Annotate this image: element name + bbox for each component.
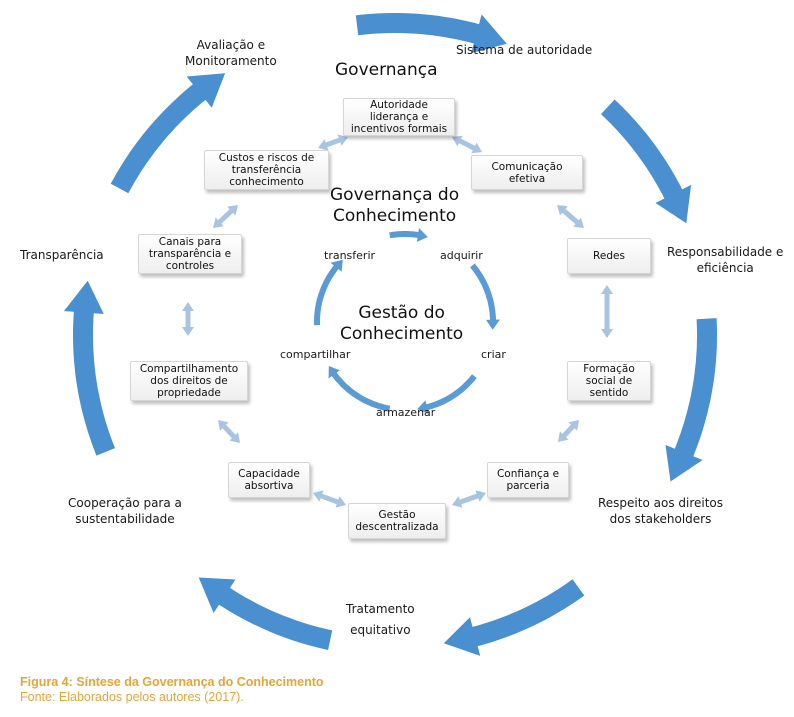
box-confianca: Confiança e parceria xyxy=(487,462,569,498)
connector-canais-compartilhamento xyxy=(182,302,194,336)
title-governanca-conhecimento: Governança do Conhecimento xyxy=(330,185,460,226)
label-adquirir: adquirir xyxy=(440,249,483,262)
box-autoridade: Autoridade liderança e incentivos formai… xyxy=(343,98,455,136)
outer-arrow-cooperacao-to-transparencia xyxy=(63,280,115,456)
outer-arrow-sistema-to-responsabilidade xyxy=(601,99,692,224)
label-criar: criar xyxy=(481,348,506,361)
box-comunicacao: Comunicação efetiva xyxy=(471,155,583,190)
outer-arrow-responsabilidade-to-respeito xyxy=(665,318,717,482)
box-connector-arrows xyxy=(182,134,613,508)
box-redes: Redes xyxy=(567,238,651,274)
connector-redes-formacao xyxy=(601,285,613,338)
connector-comunicacao-redes xyxy=(557,205,584,228)
label-compartilhar: compartilhar xyxy=(280,348,351,361)
inner-arrow-armazenar-to-compartilhar xyxy=(328,366,391,412)
connector-compartilhamento-capacidade xyxy=(218,420,240,443)
label-armazenar: armazenar xyxy=(376,406,436,419)
inner-arrow-transferir-to-adquirir xyxy=(389,228,428,242)
figure-caption-source: Fonte: Elaborados pelos autores (2017). xyxy=(20,690,244,704)
inner-arrow-adquirir-to-criar xyxy=(470,263,500,330)
title-gestao-conhecimento: Gestão do Conhecimento xyxy=(340,303,464,344)
inner-arrow-compartilhar-to-transferir xyxy=(314,259,343,326)
box-custos: Custos e riscos de transferência conheci… xyxy=(204,150,329,190)
connector-autoridade-comunicacao xyxy=(452,135,482,154)
label-responsabilidade: Responsabilidade e eficiência xyxy=(667,245,784,275)
label-tratamento: Tratamento equitativo xyxy=(346,602,415,637)
connector-custos-autoridade xyxy=(318,134,348,151)
label-sistema-autoridade: Sistema de autoridade xyxy=(456,43,593,57)
box-canais: Canais para transparência e controles xyxy=(138,234,242,274)
outer-arrow-avaliacao-to-sistema xyxy=(355,13,507,54)
outer-arrow-transparencia-to-avaliacao xyxy=(110,73,226,194)
box-capacidade: Capacidade absortiva xyxy=(228,462,310,498)
connector-custos-canais xyxy=(213,205,238,228)
diagram-canvas xyxy=(63,13,717,656)
label-transparencia: Transparência xyxy=(20,248,104,262)
box-compartilhamento: Compartilhamento dos direitos de proprie… xyxy=(130,361,248,401)
connector-confianca-gestao xyxy=(452,490,486,508)
label-respeito: Respeito aos direitos dos stakeholders xyxy=(598,496,724,526)
label-avaliacao: Avaliação e Monitoramento xyxy=(185,38,277,68)
outer-arrow-tratamento-to-cooperacao xyxy=(198,577,333,650)
inner-arrow-criar-to-armazenar xyxy=(417,374,477,414)
box-gestao-descentralizada: Gestão descentralizada xyxy=(348,503,446,539)
outer-arrow-respeito-to-tratamento xyxy=(443,579,585,656)
label-transferir: transferir xyxy=(324,249,376,262)
figure-caption-title: Figura 4: Síntese da Governança do Conhe… xyxy=(20,675,324,689)
connector-capacidade-gestao xyxy=(313,490,346,508)
title-governanca: Governança xyxy=(335,60,438,80)
outer-cycle-arrows xyxy=(63,13,717,656)
connector-formacao-confianca xyxy=(558,420,579,442)
box-formacao: Formação social de sentido xyxy=(567,361,651,401)
label-cooperacao: Cooperação para a sustentabilidade xyxy=(68,496,182,526)
inner-cycle-arrows xyxy=(314,228,500,414)
